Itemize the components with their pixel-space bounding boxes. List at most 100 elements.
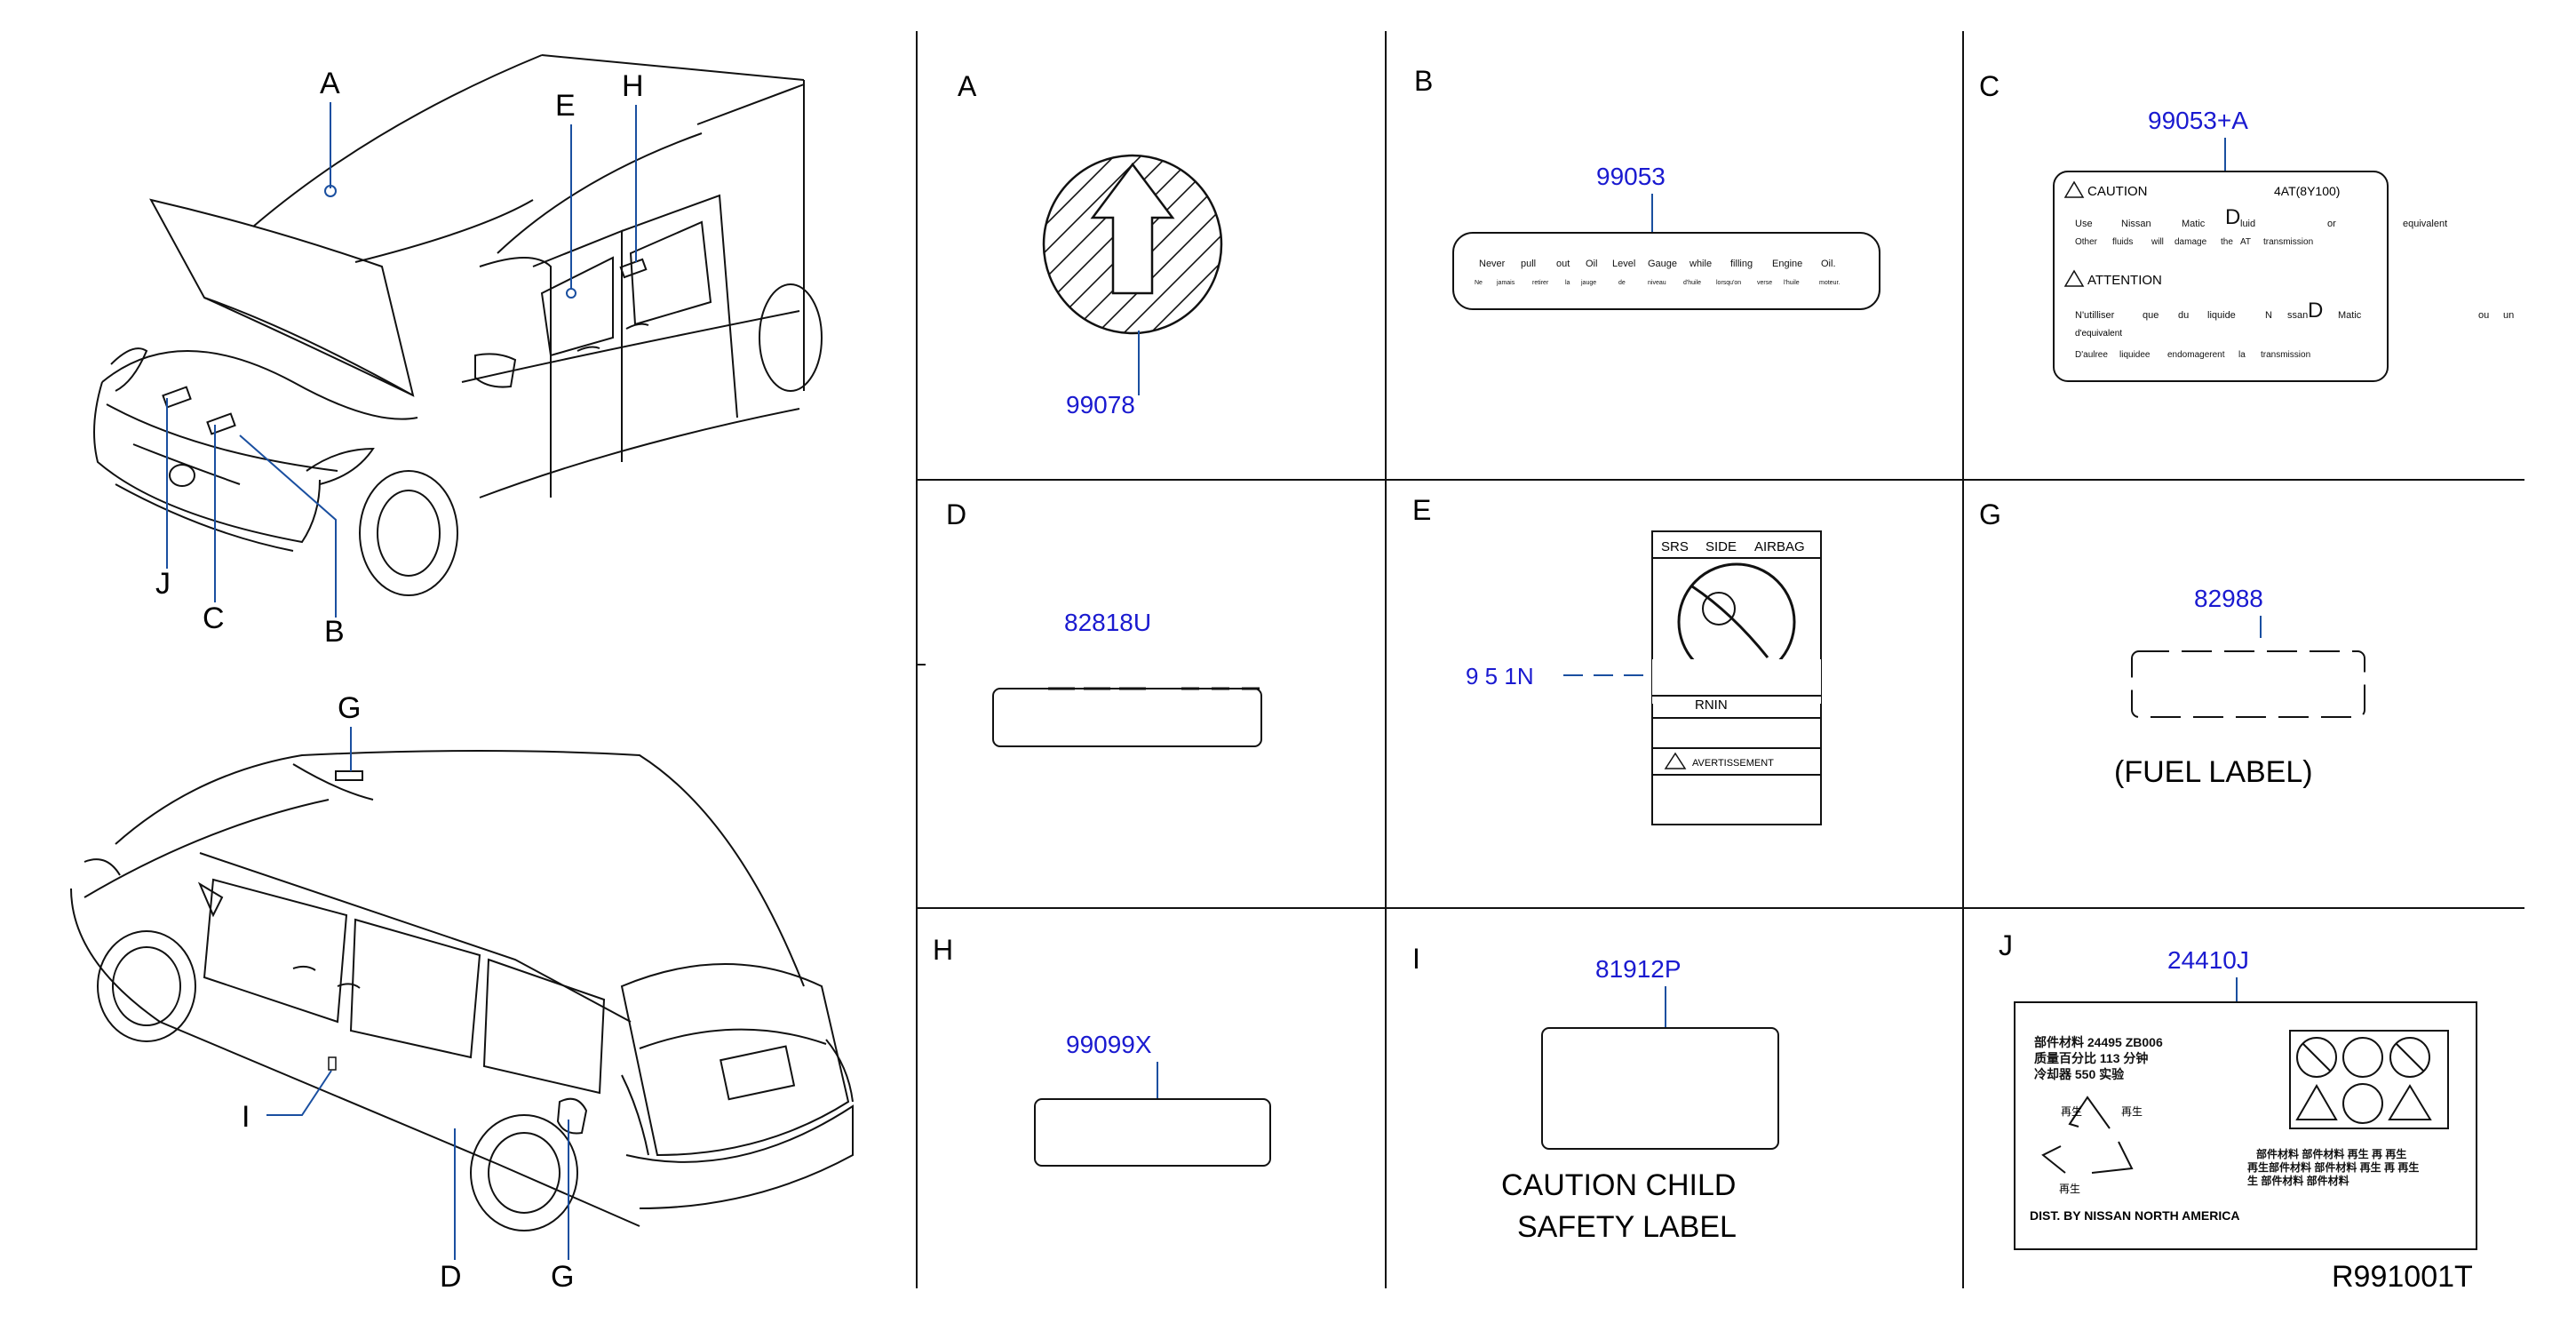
- panel-D-letter: D: [946, 498, 966, 530]
- b-word-fr: jauge: [1580, 280, 1596, 286]
- panel-I: I 81912P CAUTION CHILD SAFETY LABEL: [1412, 943, 1779, 1244]
- panel-C-part: 99053+A: [2148, 107, 2248, 134]
- e-side: SIDE: [1705, 539, 1737, 554]
- c-word: liquidee: [2119, 350, 2151, 360]
- panel-E-part: 9 5 1N: [1466, 663, 1534, 689]
- c-word: D'aulree: [2075, 350, 2108, 360]
- e-warning: RNIN: [1695, 697, 1728, 713]
- c-word: Use: [2075, 219, 2093, 229]
- diagram-code: R991001T: [2332, 1260, 2473, 1294]
- b-word-fr: d'huile: [1683, 280, 1701, 286]
- eye-protection-icon: [2342, 1037, 2383, 1078]
- callout-J: J: [155, 567, 171, 601]
- e-srs: SRS: [1661, 539, 1689, 554]
- c-word: N'utilliser: [2075, 310, 2115, 321]
- callout-G-top: G: [338, 691, 361, 725]
- b-word: Level: [1612, 259, 1635, 269]
- callout-G-bottom: G: [551, 1260, 574, 1294]
- b-word-fr: Ne: [1475, 280, 1483, 286]
- c-code: 4AT(8Y100): [2274, 184, 2340, 198]
- j-grid-1: 部件材料 部件材料 再生 再 再生: [2256, 1147, 2406, 1160]
- b-word-fr: de: [1618, 280, 1626, 286]
- b-word-fr: l'huile: [1784, 280, 1800, 286]
- panel-B: B 99053 Never pull out Oil Level Gauge w…: [1414, 65, 1880, 310]
- j-dist: DIST. BY NISSAN NORTH AMERICA: [2030, 1208, 2239, 1223]
- panel-J-part: 24410J: [2167, 946, 2249, 974]
- b-word-fr: niveau: [1648, 280, 1666, 286]
- c-word: the: [2221, 237, 2233, 247]
- panel-H: H 99099X: [933, 934, 1271, 1167]
- j-grid-2: 再生部件材料 部件材料 再生 再 再生: [2247, 1160, 2419, 1174]
- rear-callouts: G I D G: [242, 691, 574, 1294]
- c-word: D: [2225, 205, 2240, 229]
- hazard-icons: [2289, 1030, 2449, 1129]
- front-vehicle-view: [93, 54, 823, 596]
- c-word: damage: [2174, 237, 2207, 247]
- recycle-icon: [2041, 1096, 2134, 1174]
- c-word: Matic: [2338, 310, 2362, 321]
- c-word: AT: [2240, 237, 2251, 247]
- c-word: liquide: [2207, 310, 2236, 321]
- c-word: will: [2151, 237, 2164, 247]
- b-word: Engine: [1772, 259, 1802, 269]
- c-word: fluids: [2112, 237, 2133, 247]
- b-word: while: [1689, 259, 1712, 269]
- fuel-label-caption: (FUEL LABEL): [2114, 755, 2313, 789]
- panel-H-letter: H: [933, 934, 953, 966]
- b-word-fr: lorsqu'on: [1716, 280, 1741, 286]
- callout-A-front: A: [320, 67, 340, 100]
- c-word: Nissan: [2121, 219, 2151, 229]
- panel-E-letter: E: [1412, 494, 1431, 526]
- c-word: la: [2238, 350, 2246, 360]
- c-word: luid: [2240, 219, 2255, 229]
- no-smoking-icon: [2389, 1037, 2430, 1078]
- panel-G-letter: G: [1979, 498, 2001, 530]
- c-word: Other: [2075, 237, 2098, 247]
- c-word: or: [2327, 219, 2336, 229]
- c-word: endomagerent: [2167, 350, 2225, 360]
- panel-C-letter: C: [1979, 70, 2000, 102]
- b-word-fr: la: [1565, 280, 1570, 286]
- up-arrow-icon: [1090, 162, 1175, 295]
- panel-G-part: 82988: [2194, 585, 2263, 612]
- label-grid: [916, 31, 2524, 1288]
- j-line1: 部件材料 24495 ZB006: [2034, 1035, 2163, 1049]
- callout-D: D: [440, 1260, 462, 1294]
- no-flame-icon: [2296, 1037, 2337, 1078]
- panel-J: J 24410J 部件材料 24495 ZB006 质量百分比 113 分钟 冷…: [1999, 929, 2477, 1250]
- panel-C: C 99053+A CAUTION 4AT(8Y100) Use Nissan …: [1979, 70, 2514, 382]
- j-line2: 质量百分比 113 分钟: [2034, 1051, 2148, 1065]
- c-word: transmission: [2263, 237, 2313, 247]
- explosion-warning-icon: [2295, 1084, 2338, 1120]
- j-recycle-3: 再生: [2059, 1183, 2080, 1195]
- callout-C: C: [203, 602, 225, 635]
- e-avert: AVERTISSEMENT: [1692, 758, 1774, 769]
- panel-G: G 82988 (FUEL LABEL): [1979, 498, 2365, 789]
- c-word: D: [2308, 299, 2323, 323]
- panel-A-part: 99078: [1066, 391, 1135, 418]
- e-airbag: AIRBAG: [1754, 539, 1805, 554]
- j-recycle-1: 再生: [2061, 1105, 2082, 1118]
- panel-B-part: 99053: [1596, 163, 1666, 190]
- c-word: N: [2265, 310, 2272, 321]
- b-word: pull: [1521, 259, 1536, 269]
- c-word: que: [2143, 310, 2159, 321]
- rear-vehicle-view: [70, 750, 854, 1231]
- b-word: Never: [1479, 259, 1506, 269]
- manual-icon: [2342, 1083, 2383, 1124]
- panel-J-letter: J: [1999, 929, 2013, 961]
- callout-E: E: [555, 89, 576, 123]
- c-word: equivalent: [2403, 219, 2447, 229]
- b-word: Oil: [1586, 259, 1597, 269]
- j-recycle-2: 再生: [2121, 1105, 2143, 1118]
- panel-B-letter: B: [1414, 65, 1433, 97]
- c-word: du: [2178, 310, 2189, 321]
- c-word: ssan: [2287, 310, 2308, 321]
- callout-H: H: [622, 69, 644, 103]
- c-attention: ATTENTION: [2087, 273, 2162, 288]
- c-word: transmission: [2261, 350, 2310, 360]
- c-word: Matic: [2182, 219, 2206, 229]
- callout-B: B: [324, 615, 345, 649]
- panel-D-part: 82818U: [1064, 609, 1151, 636]
- c-caution: CAUTION: [2087, 184, 2148, 199]
